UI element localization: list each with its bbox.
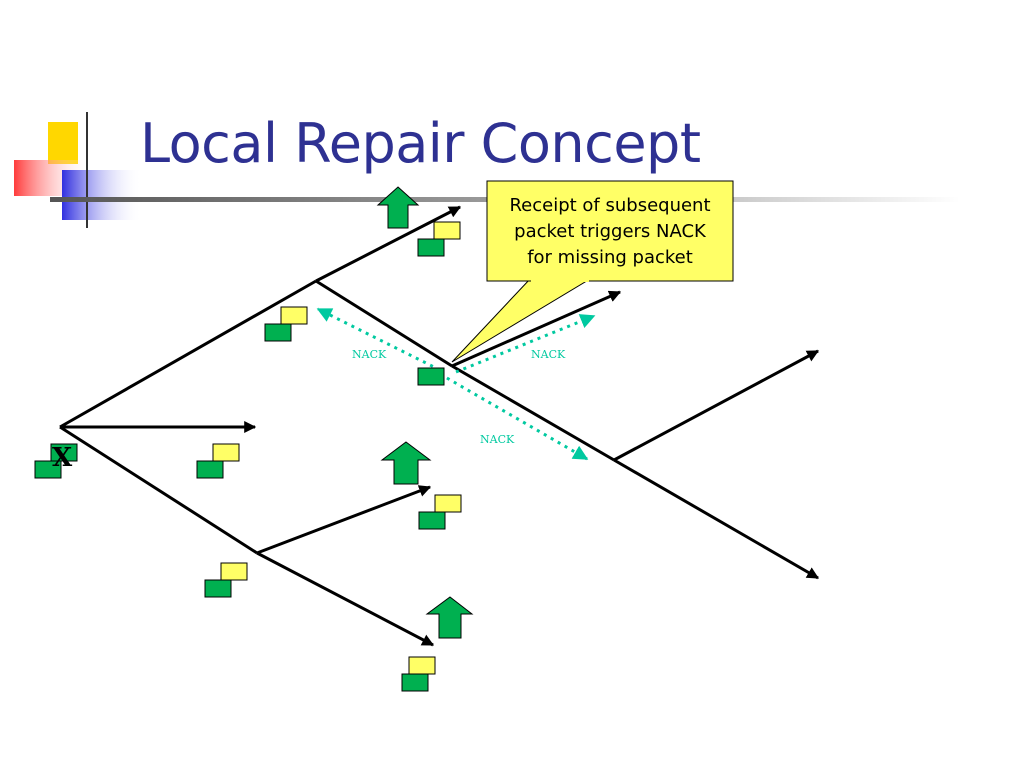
packet-green: [417, 238, 445, 257]
edge-upper-top: [315, 205, 462, 283]
callout-box: [486, 180, 734, 282]
packet-green: [401, 673, 429, 692]
packet-yellow: [408, 656, 436, 675]
edge-right-up: [613, 349, 820, 462]
packet-pair: [417, 367, 445, 386]
callout-text: Receipt of subsequent packet triggers NA…: [487, 184, 733, 280]
packet-pair: [196, 443, 240, 479]
packet-pair: [401, 656, 436, 692]
edge-upper-repair: [315, 279, 453, 368]
nack-label-right: NACK: [531, 348, 566, 361]
packet-pair: [418, 494, 462, 530]
packet-green: [196, 460, 224, 479]
edge-root-upper: [59, 279, 317, 429]
packet-yellow: [434, 494, 462, 513]
up-arrow-icon: [425, 596, 474, 639]
callout-line: Receipt of subsequent: [509, 195, 711, 216]
packet-pair: [34, 443, 78, 479]
edge-root-lower: [59, 425, 258, 555]
nack-arrow-right: [455, 314, 596, 374]
edge-repair-down: [451, 364, 615, 462]
nack-label-left: NACK: [352, 348, 387, 361]
packet-green: [204, 579, 232, 598]
edge-right-down: [613, 458, 820, 580]
packet-pair: [264, 306, 308, 342]
nack-arrows: [316, 307, 596, 461]
packet-yellow: [212, 443, 240, 462]
up-arrow-icon: [380, 441, 432, 485]
edge-lower-up: [256, 485, 432, 555]
nack-label-lower: NACK: [480, 433, 515, 446]
up-arrows: [376, 186, 474, 639]
packet-green: [418, 511, 446, 530]
packet-yellow: [433, 221, 461, 240]
callout-line: for missing packet: [527, 247, 693, 268]
packet-yellow: [50, 443, 78, 462]
tree-edges: [59, 205, 820, 647]
nack-arrow-lower: [439, 372, 589, 461]
edge-lower-down: [256, 551, 435, 647]
packet-green: [417, 367, 445, 386]
slide-title: Local Repair Concept: [140, 112, 701, 175]
packet-green: [34, 460, 62, 479]
packet-yellow: [220, 562, 248, 581]
packet-green: [264, 323, 292, 342]
nack-arrow-left: [316, 307, 441, 372]
packet-yellow: [280, 306, 308, 325]
callout-pointer: [451, 278, 592, 363]
up-arrow-icon: [376, 186, 420, 229]
packet-pair: [204, 562, 248, 598]
packet-pairs: [34, 221, 462, 692]
loss-marker: X: [52, 443, 73, 473]
callout-line: packet triggers NACK: [514, 221, 706, 242]
edge-repair-upright: [451, 290, 622, 368]
packet-pair: [417, 221, 461, 257]
